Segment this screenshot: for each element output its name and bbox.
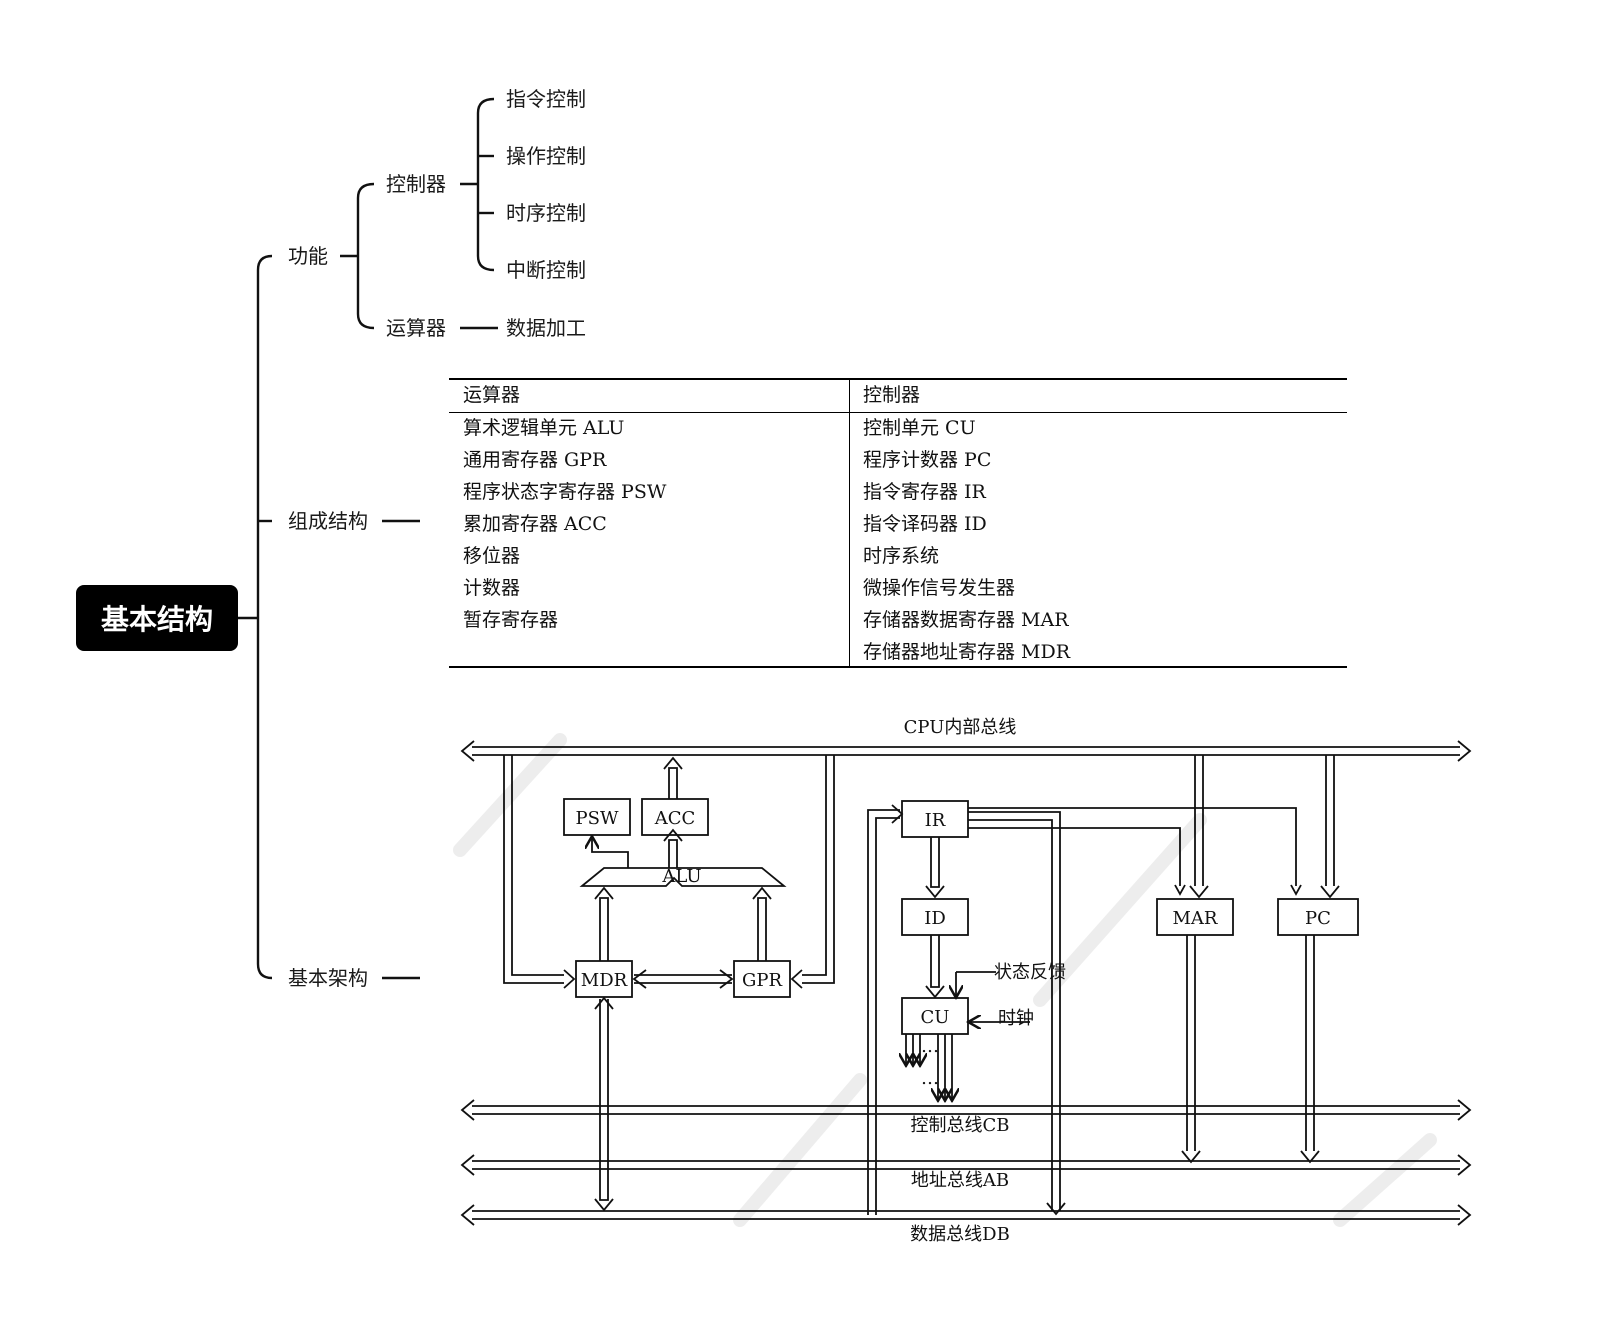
node-composition[interactable]: 组成结构: [288, 509, 368, 533]
pc-block: [1277, 898, 1359, 936]
mdr-label: MDR: [581, 970, 628, 991]
cu-label: CU: [921, 1007, 950, 1028]
table-cell: 存储器数据寄存器 MAR: [863, 609, 1069, 631]
control-bus-label: 控制总线CB: [911, 1115, 1010, 1136]
acc-block: [641, 798, 709, 836]
table-cell: 程序计数器 PC: [863, 449, 992, 471]
ellipsis-label: …: [921, 1068, 939, 1089]
psw-label: PSW: [576, 808, 619, 829]
control-bus: [460, 1099, 1472, 1121]
table-cell: 移位器: [463, 545, 521, 567]
table-cell: 指令寄存器 IR: [863, 481, 986, 503]
root-node[interactable]: 基本结构: [76, 585, 238, 651]
ir-label: IR: [925, 810, 946, 831]
composition-table: 运算器 控制器 算术逻辑单元 ALU 通用寄存器 GPR 程序状态字寄存器 PS…: [449, 378, 1347, 668]
internal-bus-label: CPU内部总线: [904, 717, 1017, 738]
table-bottom-rule: [449, 666, 1347, 668]
clock-label: 时钟: [998, 1008, 1034, 1029]
pc-label: PC: [1305, 908, 1331, 929]
table-cell: 程序状态字寄存器 PSW: [463, 481, 667, 503]
table-cell: 时序系统: [863, 545, 940, 567]
ir-block: [901, 800, 969, 838]
cpu-architecture-diagram: CPU内部总线 PSW ACC ALU MDR GPR IR ID CU MAR…: [460, 717, 1472, 1245]
table-column-divider: [849, 378, 850, 668]
node-interrupt-control[interactable]: 中断控制: [506, 258, 586, 282]
node-controller[interactable]: 控制器: [386, 172, 446, 196]
node-instruction-control[interactable]: 指令控制: [506, 87, 586, 111]
alu-label: ALU: [661, 866, 701, 887]
id-block: [901, 898, 969, 936]
table-header-controller: 控制器: [863, 384, 921, 406]
table-cell: 暂存寄存器: [463, 609, 559, 631]
id-label: ID: [924, 908, 946, 929]
node-timing-control[interactable]: 时序控制: [506, 201, 586, 225]
table-header-alu: 运算器: [463, 384, 521, 406]
node-architecture[interactable]: 基本架构: [288, 966, 368, 990]
alu-block: [579, 867, 787, 887]
address-bus: [460, 1154, 1472, 1176]
data-bus: [460, 1204, 1472, 1226]
table-cell: 指令译码器 ID: [863, 513, 987, 535]
mar-label: MAR: [1173, 908, 1218, 929]
status-feedback-label: 状态反馈: [994, 962, 1066, 983]
table-cell: 通用寄存器 GPR: [463, 449, 607, 471]
address-bus-label: 地址总线AB: [911, 1170, 1009, 1191]
cpu-internal-bus: [460, 740, 1472, 762]
table-cell: 存储器地址寄存器 MDR: [863, 641, 1071, 663]
table-top-rule: [449, 378, 1347, 380]
acc-label: ACC: [654, 808, 696, 829]
node-alu[interactable]: 运算器: [386, 316, 446, 340]
table-cell: 微操作信号发生器: [863, 577, 1016, 599]
table-cell: 计数器: [463, 577, 521, 599]
gpr-label: GPR: [742, 970, 782, 991]
root-label: 基本结构: [100, 603, 213, 636]
gpr-block: [733, 960, 791, 998]
table-header-rule: [449, 412, 1347, 413]
node-function[interactable]: 功能: [288, 244, 328, 268]
data-bus-label: 数据总线DB: [910, 1224, 1010, 1245]
ellipsis-label: …: [921, 1036, 939, 1057]
table-cell: 控制单元 CU: [863, 417, 976, 439]
table-cell: 算术逻辑单元 ALU: [463, 417, 625, 439]
node-operation-control[interactable]: 操作控制: [506, 144, 586, 168]
table-cell: 累加寄存器 ACC: [463, 513, 607, 535]
node-data-processing[interactable]: 数据加工: [506, 316, 586, 340]
